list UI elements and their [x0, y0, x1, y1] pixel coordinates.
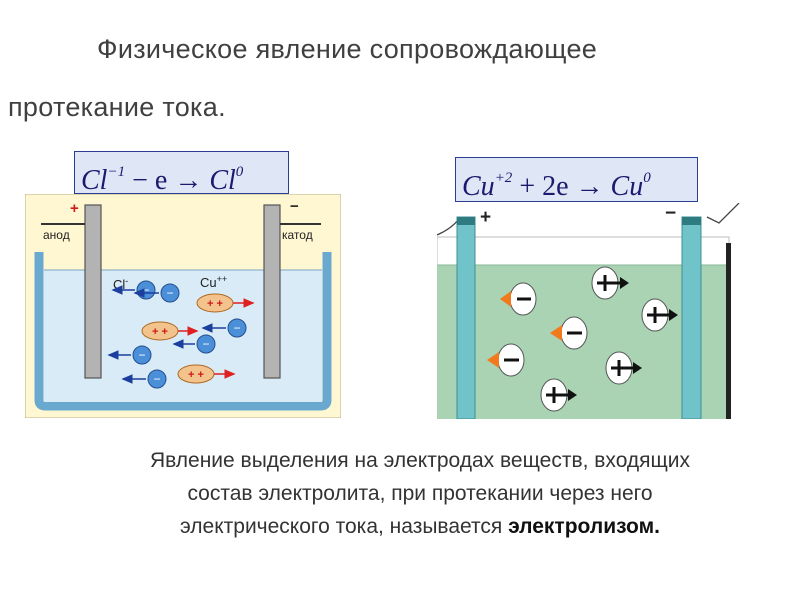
cathode-sign: −: [665, 203, 676, 224]
anion: −: [133, 283, 180, 303]
svg-text:−: −: [153, 372, 160, 386]
formula-right-reactant: Cu: [462, 171, 495, 202]
svg-text:−: −: [138, 348, 145, 362]
cation: [540, 378, 577, 412]
formula-right-product: Cu: [610, 171, 644, 202]
cation: + +: [141, 321, 199, 341]
anion: [487, 343, 525, 377]
electrolysis-animation-diagram: + −: [436, 202, 742, 420]
cathode-label: катод: [282, 228, 313, 242]
definition-caption: Явление выделения на электродах веществ,…: [60, 444, 780, 543]
formula-left-operator: − e →: [125, 165, 210, 196]
vessel-right-wall: [726, 243, 731, 419]
cation: [641, 298, 678, 332]
cation: + +: [177, 364, 236, 384]
caption-line3-text: электрического тока, называется: [180, 515, 509, 538]
anion: −: [107, 345, 152, 365]
cathode-electrode: [263, 204, 281, 379]
formula-left-product: Cl: [209, 165, 236, 196]
anion: −: [201, 318, 247, 338]
formula-right-operator: + 2e →: [512, 171, 611, 202]
svg-text:−: −: [166, 286, 173, 300]
electrolysis-cell-svg: + анод − катод Cl- Cu++ − − − −: [24, 193, 342, 419]
cu-ion-label: Cu++: [200, 274, 227, 290]
slide-title-line2: протекание тока.: [8, 92, 226, 122]
cathode-electrode: [681, 216, 702, 420]
cation: + +: [196, 293, 255, 313]
anion: −: [172, 334, 216, 354]
formula-left-reactant: Cl: [81, 165, 108, 196]
cathode-cap: [682, 217, 701, 225]
anode-cap: [457, 217, 475, 225]
electrolysis-cell-diagram: + анод − катод Cl- Cu++ − − − −: [24, 193, 342, 419]
formula-right-product-charge: 0: [643, 170, 651, 186]
electrolysis-animation-svg: + −: [436, 202, 742, 420]
anode-reaction-formula: Cl−1 − e → Cl0: [74, 151, 289, 196]
caption-line1: Явление выделения на электродах веществ,…: [149, 449, 691, 472]
cathode-wire: [706, 202, 740, 224]
svg-text:+ +: + +: [188, 369, 204, 381]
caption-line2: состав электролита, при протекании через…: [187, 482, 653, 505]
cation: [605, 351, 642, 385]
anode-electrode: [456, 216, 476, 420]
formula-left-reactant-charge: −1: [107, 164, 126, 180]
slide-title-line1: Физическое явление сопровождающее: [97, 34, 598, 64]
svg-text:−: −: [233, 321, 240, 335]
electrolysis-term: электролизом.: [508, 515, 660, 538]
svg-text:+ +: + +: [207, 298, 223, 310]
formula-left-product-charge: 0: [235, 164, 244, 180]
cation: [591, 266, 629, 300]
formula-right-reactant-charge: +2: [494, 170, 513, 186]
anion: [550, 316, 588, 350]
svg-text:−: −: [142, 283, 149, 297]
svg-text:+ +: + +: [152, 326, 168, 338]
anode-label: анод: [43, 228, 70, 242]
anode-sign: +: [70, 200, 79, 217]
anode-electrode: [84, 204, 102, 379]
cathode-reaction-formula: Cu+2 + 2e → Cu0: [455, 157, 698, 202]
caption-line3: электрического тока, называется электрол…: [60, 510, 780, 543]
anion: [500, 282, 537, 316]
anion: −: [121, 369, 167, 389]
cathode-sign: −: [290, 198, 299, 215]
vessel-wall: [34, 252, 332, 411]
anode-sign: +: [480, 207, 491, 228]
svg-text:−: −: [202, 337, 209, 351]
